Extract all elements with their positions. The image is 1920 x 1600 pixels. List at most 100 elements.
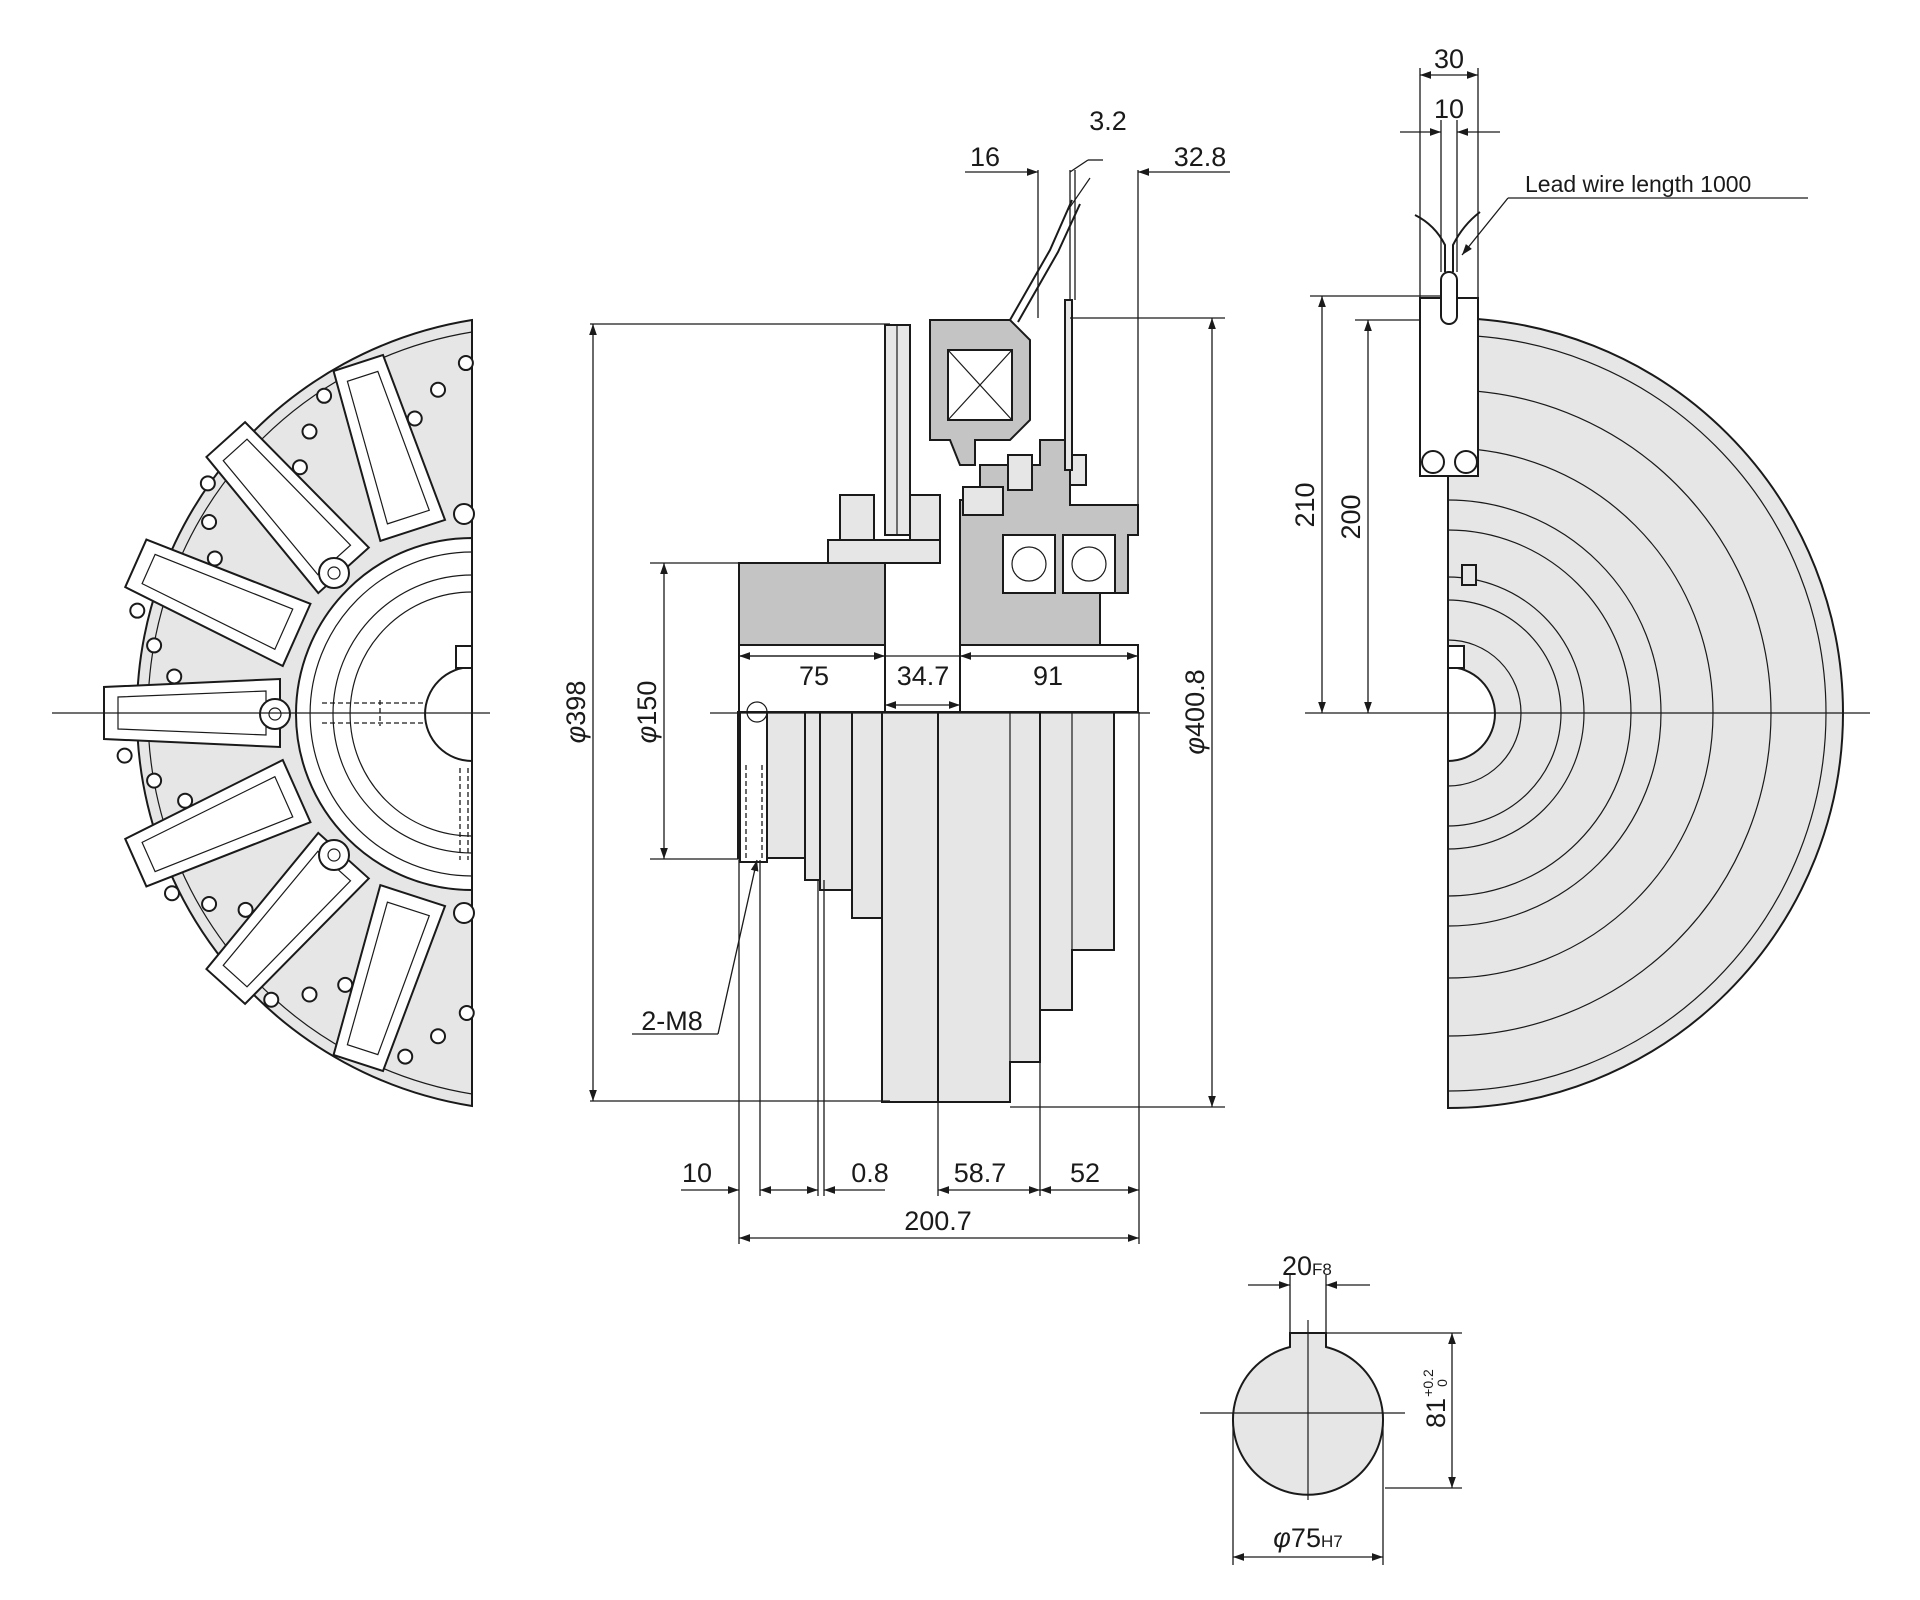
bore-detail [1200,1320,1405,1500]
terminal-screw-icon [1454,450,1478,474]
rear-keyway [1447,645,1465,669]
tap-label: 2-M8 [641,1006,703,1036]
svg-text:+0.2: +0.2 [1420,1369,1436,1397]
dim-10-top: 10 [1434,94,1464,124]
slot-inner [141,775,294,873]
bolt-icon [318,557,350,589]
lead-wire [1009,199,1081,323]
slot-icon [205,420,371,595]
vent-hole-icon [291,459,308,476]
friction-plate-outer [881,711,939,1103]
rear-bore [1447,665,1496,763]
vent-hole-icon [316,387,333,404]
bolt-icon-inner [327,848,341,862]
dim-75: 75 [799,661,829,691]
key-depth-dim: 81 +0.2 0 [1420,1369,1451,1428]
vent-hole-icon [337,976,354,993]
svg-text:81: 81 [1421,1398,1451,1428]
bolt-icon-inner [268,707,282,721]
vent-hole-icon [457,355,474,372]
stop-bracket [827,539,941,564]
vent-hole-icon [397,1048,414,1065]
bearing-ball [1011,546,1047,582]
vent-hole-icon [146,772,163,789]
tap-hole-icon [746,701,768,723]
slot-inner [346,901,431,1056]
slot-icon [332,883,447,1073]
rotor-stage-1 [937,711,1041,1103]
bolt-icon [318,839,350,871]
rotor-stage-2 [1039,711,1115,1011]
dim-30: 30 [1434,44,1464,74]
terminal-screw-icon [1421,450,1445,474]
vent-hole-icon [166,668,183,685]
dimension-labels: 30 10 3.2 16 32.8 Lead wire length 1000 … [561,44,1751,1553]
dim-3-2: 3.2 [1089,106,1127,136]
vent-hole-icon [430,381,447,398]
dim-210: 210 [1290,482,1320,527]
dim-200-7: 200.7 [904,1206,972,1236]
dim-200: 200 [1336,494,1366,539]
hub-sleeve [819,711,853,891]
front-view [52,318,490,1108]
dim-34-7: 34.7 [897,661,950,691]
slot-shape [332,883,447,1073]
mounting-bolts [259,503,475,924]
side-section-view [710,177,1150,1103]
lead-wire-bracket [1064,299,1073,471]
lead-wire-pair [1414,211,1481,272]
dim-58-7: 58.7 [954,1158,1007,1188]
slot-inner [222,438,352,576]
slot-shape [123,538,312,668]
hex-nut-right [909,494,941,541]
keyway-slot [455,645,473,669]
svg-text:0: 0 [1434,1379,1450,1387]
dim-10-bottom: 10 [682,1158,712,1188]
svg-text:φ398: φ398 [561,681,591,744]
dimension-lines [589,68,1808,1565]
slot-icon [123,758,312,888]
dim-16: 16 [970,142,1000,172]
vent-hole-icon [199,475,216,492]
dim-91: 91 [1033,661,1063,691]
vent-hole-icon [116,747,133,764]
hub-face [295,536,473,892]
dim-phi-398: φ398 [561,681,591,744]
dim-phi-150: φ150 [632,681,662,744]
slot-shape [332,353,447,543]
vent-hole-icon [301,986,318,1003]
vent-hole-icon [237,901,254,918]
slot-shape [205,420,371,595]
dim-0-8: 0.8 [851,1158,889,1188]
svg-text:φ150: φ150 [632,681,662,744]
adjust-nut [1007,454,1033,491]
hub-ring-2 [332,574,473,854]
slot-inner [346,370,431,525]
vent-hole-icon [263,991,280,1008]
dim-32-8: 32.8 [1174,142,1227,172]
armature-stack [804,711,821,881]
bearing-right [1062,534,1116,594]
vent-hole-icon [201,513,218,530]
hub-ring-1 [309,551,473,877]
slot-shape [123,758,312,888]
bore-diameter-dim: φ75H7 [1273,1523,1342,1553]
bearing-left [1002,534,1056,594]
key-width-dim: 20F8 [1282,1251,1332,1281]
vent-hole-icon [206,550,223,567]
locating-pin [1461,564,1477,586]
vent-hole-icon [458,1004,475,1021]
lead-wire-end [1067,177,1091,211]
cap-screw [962,486,1004,516]
dim-52: 52 [1070,1158,1100,1188]
vent-hole-icon [430,1028,447,1045]
hex-nut-left [839,494,875,541]
screw-icon [453,902,475,924]
bearing-ball [1071,546,1107,582]
bolt-icon [259,698,291,730]
vent-hole-icon [406,410,423,427]
dim-phi-400-8: φ400.8 [1180,669,1210,754]
slot-icon [123,538,312,668]
vent-hole-icon [163,885,180,902]
hub-boss-upper [738,562,886,646]
